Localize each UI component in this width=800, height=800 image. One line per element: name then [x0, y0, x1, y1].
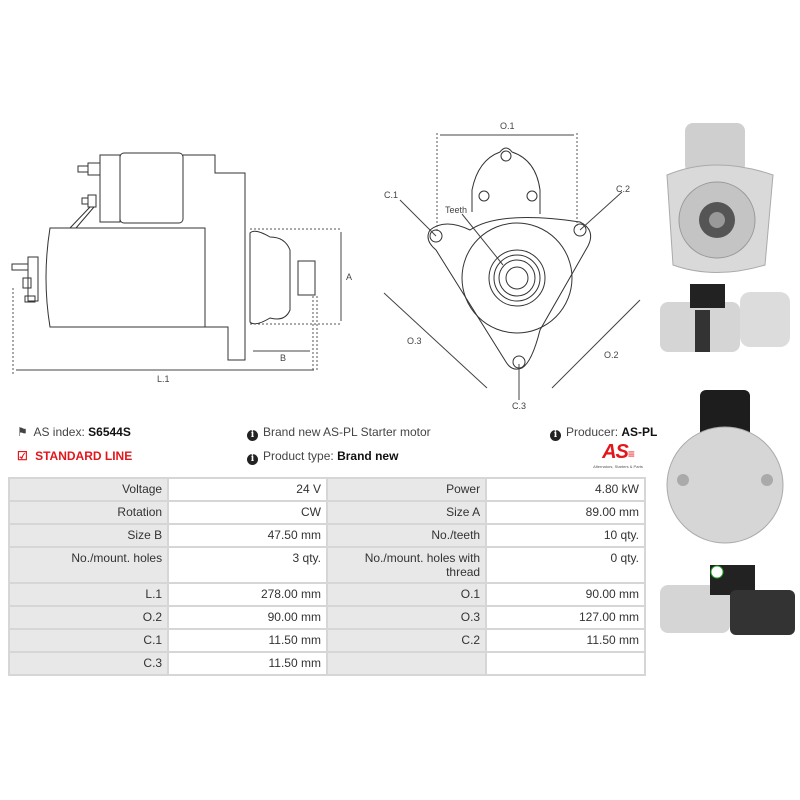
spec-value: 47.50 mm [167, 523, 328, 548]
dim-label-l1: L.1 [157, 374, 170, 384]
dim-label-o3: O.3 [407, 336, 422, 346]
nose [249, 230, 291, 325]
standard-line-label: STANDARD LINE [35, 449, 133, 463]
as-index: ⚑ AS index: S6544S [17, 425, 131, 439]
dim-label-c1: C.1 [384, 190, 398, 200]
spec-key: Power [325, 477, 488, 502]
spec-key: O.1 [325, 582, 488, 607]
dim-label-o1: O.1 [500, 121, 515, 131]
spec-value: 4.80 kW [485, 477, 646, 502]
as-index-value: S6544S [88, 425, 131, 439]
spec-value: 278.00 mm [167, 582, 328, 607]
spec-value: 11.50 mm [167, 651, 328, 676]
spec-value: 10 qty. [485, 523, 646, 548]
spec-value: CW [167, 500, 328, 525]
logo-tagline: Alternators, Starters & Parts [593, 464, 643, 469]
pinion [297, 260, 316, 296]
description-text: Brand new AS-PL Starter motor [263, 425, 431, 439]
tag-icon: ⚑ [17, 425, 28, 439]
flange [427, 217, 592, 370]
spec-value: 127.00 mm [485, 605, 646, 630]
as-pl-logo: AS≡ Alternators, Starters & Parts [585, 442, 651, 469]
spec-value: 0 qty. [485, 546, 646, 584]
standard-line: ☑ STANDARD LINE [17, 449, 132, 463]
spec-key: C.2 [325, 628, 488, 653]
product-type-value: Brand new [337, 449, 399, 463]
dim-label-c2: C.2 [616, 184, 630, 194]
producer: i Producer: AS-PL [550, 425, 657, 441]
spec-key: Size B [7, 523, 170, 548]
spec-value: 11.50 mm [485, 628, 646, 653]
as-index-label: AS index: [33, 425, 85, 439]
spec-value [485, 651, 646, 676]
spec-key: L.1 [7, 582, 170, 607]
info-icon: i [247, 430, 258, 441]
dim-label-teeth: Teeth [445, 205, 467, 215]
photo-side-1 [660, 284, 790, 352]
description: i Brand new AS-PL Starter motor [247, 425, 431, 441]
photo-front [666, 123, 774, 273]
front-view-drawing: O.1 C.1 C.2 Teeth O.3 O.2 C.3 [383, 121, 641, 410]
spec-value: 89.00 mm [485, 500, 646, 525]
spec-key: O.3 [325, 605, 488, 630]
spec-value: 90.00 mm [167, 605, 328, 630]
drive-housing [183, 154, 246, 361]
motor-body [45, 227, 206, 328]
product-type: i Product type: Brand new [247, 449, 398, 465]
photo-side-2 [660, 565, 795, 635]
dim-label-a: A [346, 272, 352, 282]
dim-label-b: B [280, 353, 286, 363]
spec-value: 90.00 mm [485, 582, 646, 607]
producer-value: AS-PL [621, 425, 658, 439]
spec-value: 11.50 mm [167, 628, 328, 653]
spec-key: C.3 [7, 651, 170, 676]
photo-rear [666, 390, 784, 544]
spec-key: O.2 [7, 605, 170, 630]
spec-key: No./mount. holes with thread [325, 546, 488, 584]
product-photos [660, 123, 795, 635]
spec-key: Voltage [7, 477, 170, 502]
spec-key: No./mount. holes [7, 546, 170, 584]
product-type-label: Product type: [263, 449, 334, 463]
checkbox-icon: ☑ [17, 449, 28, 463]
side-view-drawing: A B L.1 [11, 152, 352, 384]
logo-mark: AS≡ [602, 441, 635, 463]
spec-key: Size A [325, 500, 488, 525]
solenoid-body [119, 152, 184, 224]
spec-key: C.1 [7, 628, 170, 653]
spec-key [325, 651, 488, 676]
spec-value: 3 qty. [167, 546, 328, 584]
dim-label-c3: C.3 [512, 401, 526, 410]
producer-label: Producer: [566, 425, 619, 439]
info-icon: i [550, 430, 561, 441]
dim-label-o2: O.2 [604, 350, 619, 360]
spec-key: Rotation [7, 500, 170, 525]
spec-value: 24 V [167, 477, 328, 502]
info-icon: i [247, 454, 258, 465]
spec-key: No./teeth [325, 523, 488, 548]
